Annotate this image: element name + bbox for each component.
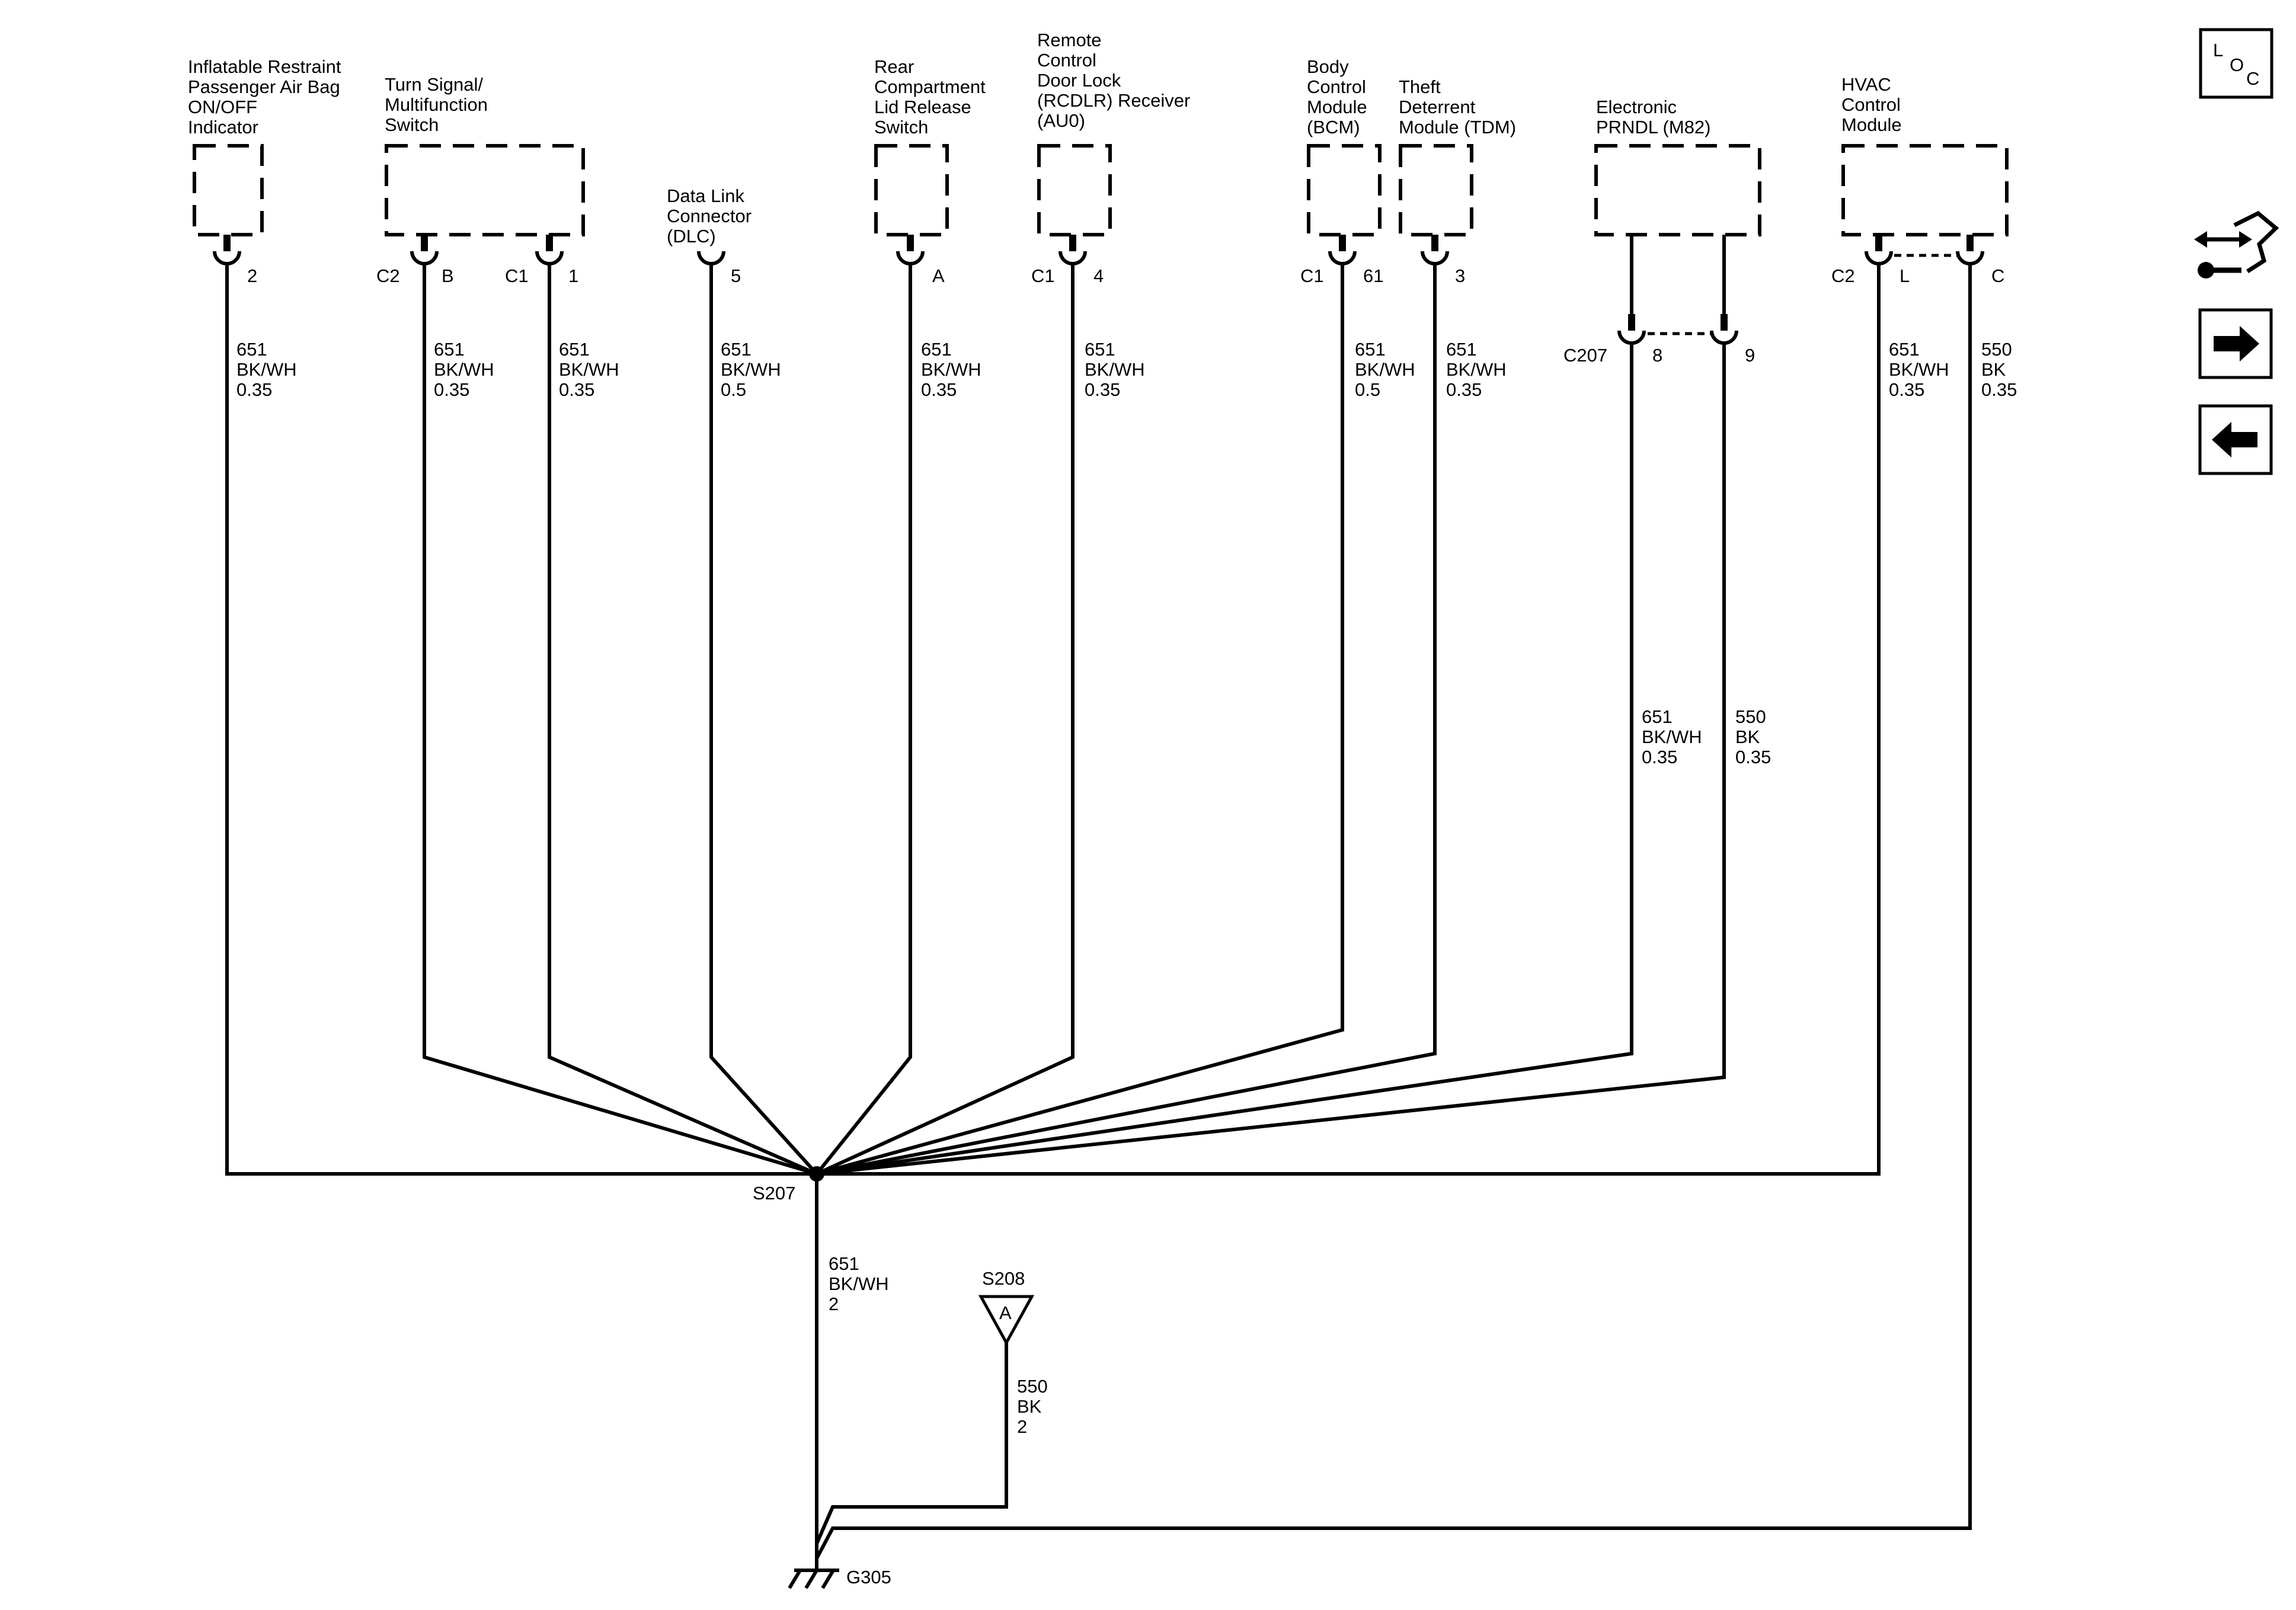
g305-label: G305: [846, 1567, 891, 1587]
s208-pin-label: A: [999, 1302, 1012, 1323]
rear-lid-switch-box: [874, 144, 949, 236]
pin-tdm-3: 3: [1455, 265, 1465, 286]
pin-airbag-2: 2: [247, 265, 257, 286]
tools-icon[interactable]: [2198, 262, 2241, 279]
pin-bcm-61: 61: [1363, 265, 1383, 286]
pin-bcm-c1: C1: [1300, 265, 1324, 286]
wire-label-dlc: 651 BK/WH 0.5: [721, 339, 786, 400]
previous-arrow-icon: [2212, 422, 2257, 457]
wire-label-main-trunk: 651 BK/WH 2: [829, 1253, 894, 1314]
pin-rcdlr-4: 4: [1093, 265, 1104, 286]
loc-button[interactable]: L O C: [2199, 28, 2273, 99]
svg-text:L: L: [2213, 40, 2223, 60]
pin-turn-signal-b: B: [442, 265, 454, 286]
connector-stubs: [223, 235, 1974, 331]
s208-splice-triangle: [978, 1295, 1035, 1346]
wire-label-hvac-l: 651 BK/WH 0.35: [1889, 339, 1954, 400]
svg-text:C: C: [2246, 68, 2259, 89]
wire-label-turn-signal-b: 651 BK/WH 0.35: [434, 339, 499, 400]
wire-label-bcm: 651 BK/WH 0.5: [1355, 339, 1420, 400]
airbag-indicator-box: [193, 144, 264, 236]
wire-label-tdm: 651 BK/WH 0.35: [1446, 339, 1511, 400]
hvac-module-box: [1841, 144, 2009, 236]
pin-hvac-c: C: [1991, 265, 2004, 286]
next-arrow-icon: [2214, 326, 2259, 361]
s207-label: S207: [753, 1183, 795, 1204]
turn-signal-switch-box: [385, 144, 585, 236]
prndl-label: Electronic PRNDL (M82): [1596, 97, 1711, 137]
bcm-label: Body Control Module (BCM): [1307, 56, 1372, 137]
pin-dlc-5: 5: [731, 265, 741, 286]
wire-label-airbag: 651 BK/WH 0.35: [236, 339, 302, 400]
component-locator-icon[interactable]: [2194, 210, 2279, 273]
rcdlr-receiver-label: Remote Control Door Lock (RCDLR) Receive…: [1037, 30, 1195, 131]
s208-label: S208: [982, 1268, 1025, 1289]
s207-splice-dot: [809, 1166, 824, 1182]
pin-prndl-8: 8: [1652, 345, 1662, 366]
pin-hvac-c2: C2: [1831, 265, 1855, 286]
wire-label-prndl-9: 550 BK 0.35: [1735, 706, 1771, 767]
tdm-box: [1399, 144, 1473, 236]
wire-label-lid: 651 BK/WH 0.35: [921, 339, 986, 400]
svg-text:O: O: [2230, 55, 2244, 75]
pin-turn-signal-c2: C2: [376, 265, 400, 286]
turn-signal-switch-label: Turn Signal/ Multifunction Switch: [385, 74, 493, 135]
pin-turn-signal-1: 1: [568, 265, 578, 286]
pin-hvac-l: L: [1900, 265, 1910, 286]
ground-symbol: [788, 1569, 839, 1589]
pin-rcdlr-c1: C1: [1031, 265, 1055, 286]
pin-prndl-9: 9: [1745, 345, 1755, 366]
pin-lid-a: A: [932, 265, 945, 286]
wire-label-rcdlr: 651 BK/WH 0.35: [1085, 339, 1150, 400]
pin-turn-signal-c1: C1: [505, 265, 529, 286]
rcdlr-receiver-box: [1037, 144, 1112, 236]
airbag-indicator-label: Inflatable Restraint Passenger Air Bag O…: [188, 56, 346, 137]
bcm-box: [1307, 144, 1382, 236]
wire-paths: [225, 235, 1972, 1570]
previous-arrow-button[interactable]: [2198, 404, 2273, 475]
next-arrow-button[interactable]: [2198, 308, 2273, 379]
hvac-module-label: HVAC Control Module: [1841, 74, 1906, 135]
wire-label-hvac-c: 550 BK 0.35: [1981, 339, 2017, 400]
tdm-label: Theft Deterrent Module (TDM): [1399, 76, 1516, 137]
wire-label-s208: 550 BK 2: [1017, 1376, 1053, 1437]
prndl-box: [1594, 144, 1761, 236]
wire-label-prndl-8: 651 BK/WH 0.35: [1642, 706, 1707, 767]
wire-label-turn-signal-1: 651 BK/WH 0.35: [559, 339, 624, 400]
dlc-label: Data Link Connector (DLC): [667, 185, 757, 247]
connector-c207-label: C207: [1563, 345, 1607, 366]
rear-lid-switch-label: Rear Compartment Lid Release Switch: [874, 56, 990, 137]
